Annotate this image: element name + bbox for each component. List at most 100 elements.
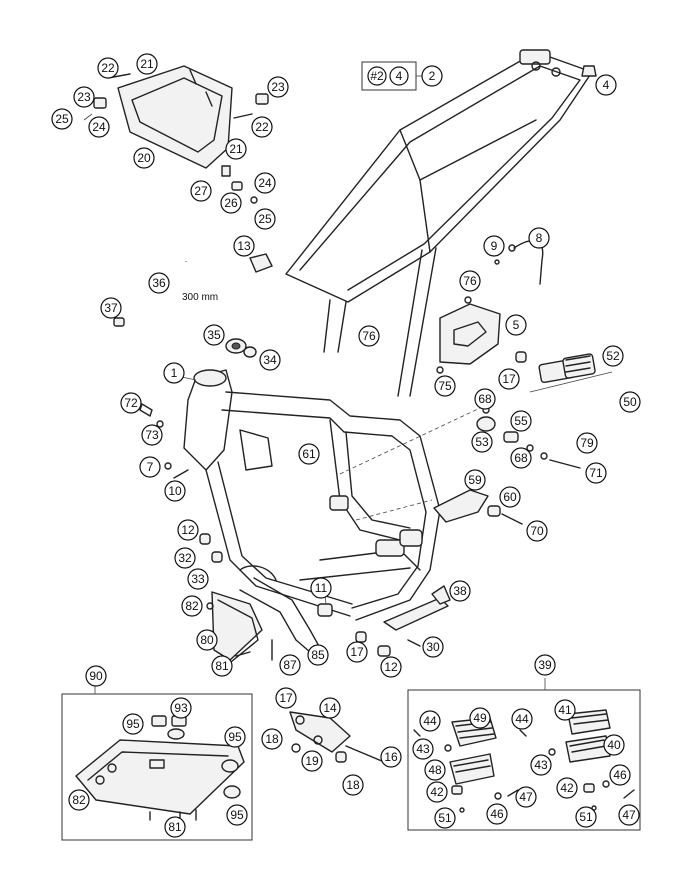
callout-label: 13 (237, 239, 251, 253)
callout-label: 17 (350, 645, 364, 659)
callout-label: 51 (438, 811, 452, 825)
callout-c25a: 25 (51, 108, 73, 130)
callout-c7: 7 (139, 456, 161, 478)
callout-label: 7 (147, 460, 154, 474)
callout-c11: 11 (310, 577, 332, 599)
callout-c41: 41 (554, 699, 576, 721)
callout-label: 16 (384, 750, 398, 764)
callout-c59: 59 (464, 469, 486, 491)
callout-c46a: 46 (486, 803, 508, 825)
callout-label: 87 (283, 658, 297, 672)
callout-c34: 34 (259, 349, 281, 371)
callout-c2: 2 (421, 65, 443, 87)
callout-label: 68 (514, 451, 528, 465)
callout-label: 44 (515, 712, 529, 726)
callout-c12b: 12 (380, 656, 402, 678)
bearing-parts-35-34 (225, 338, 257, 358)
callout-label: 24 (258, 176, 272, 190)
callout-c13: 13 (233, 235, 255, 257)
callout-c16: 16 (380, 746, 402, 768)
callout-c51a: 51 (434, 807, 456, 829)
callout-c81a: 81 (211, 655, 233, 677)
callout-c33: 33 (187, 568, 209, 590)
callout-label: 35 (207, 328, 221, 342)
callout-label: 81 (168, 820, 182, 834)
callout-label: 81 (215, 659, 229, 673)
callout-c44b: 44 (511, 708, 533, 730)
callout-label: 17 (279, 691, 293, 705)
callout-label: 9 (491, 239, 498, 253)
callout-c42a: 42 (426, 781, 448, 803)
callout-label: 27 (194, 184, 208, 198)
hose-length-note: 300 mm (182, 292, 218, 303)
callout-c17c: 17 (275, 687, 297, 709)
chain-guide-part-59 (355, 489, 523, 525)
callout-label: 39 (538, 658, 552, 672)
callout-c61: 61 (298, 443, 320, 465)
callout-c22a: 22 (97, 57, 119, 79)
callout-c42b: 42 (556, 777, 578, 799)
callout-label: 43 (534, 758, 548, 772)
callout-label: 20 (137, 151, 151, 165)
callout-label: 61 (302, 447, 316, 461)
callout-c18a: 18 (261, 728, 283, 750)
callout-c47a: 47 (515, 786, 537, 808)
callout-c12a: 12 (177, 519, 199, 541)
callout-c50: 50 (619, 391, 641, 413)
callout-label: 85 (311, 648, 325, 662)
callout-label: 59 (468, 473, 482, 487)
callout-c4box: 4 (389, 66, 409, 86)
callout-label: 95 (126, 717, 140, 731)
callout-label: 1 (171, 366, 178, 380)
callout-label: 70 (530, 524, 544, 538)
callout-c87: 87 (279, 654, 301, 676)
bracket-part-13 (249, 253, 273, 273)
callout-label: 51 (579, 810, 593, 824)
callout-label: 17 (502, 372, 516, 386)
callout-label: #2 (370, 69, 384, 83)
callout-label: 18 (346, 778, 360, 792)
callout-c5: 5 (505, 314, 527, 336)
callout-label: 82 (72, 793, 86, 807)
callout-c43b: 43 (530, 754, 552, 776)
callout-c27: 27 (190, 180, 212, 202)
callout-label: 41 (558, 703, 572, 717)
callout-label: 60 (503, 490, 517, 504)
callout-label: 40 (607, 738, 621, 752)
callout-label: 30 (426, 640, 440, 654)
callout-c71: 71 (585, 462, 607, 484)
callout-c10: 10 (164, 480, 186, 502)
callout-c55: 55 (510, 410, 532, 432)
engine-guard-part-80 (206, 599, 273, 667)
callout-label: 72 (124, 396, 138, 410)
callout-c21b: 21 (225, 138, 247, 160)
callout-label: 43 (416, 742, 430, 756)
callout-label: 22 (101, 61, 115, 75)
callout-c85: 85 (307, 644, 329, 666)
callout-label: 24 (92, 120, 106, 134)
callout-c49: 49 (469, 707, 491, 729)
callout-c17a: 17 (498, 368, 520, 390)
main-frame-part-1 (183, 369, 441, 661)
callout-c79: 79 (576, 432, 598, 454)
callout-label: 21 (140, 57, 154, 71)
callout-c51b: 51 (575, 806, 597, 828)
callout-c32: 32 (174, 547, 196, 569)
callout-c76b: 76 (358, 325, 380, 347)
callout-c68a: 68 (474, 388, 496, 410)
callout-label: 11 (315, 581, 328, 595)
callout-label: 42 (560, 781, 574, 795)
callout-label: 47 (519, 790, 533, 804)
callout-c21a: 21 (136, 53, 158, 75)
callout-label: 76 (362, 329, 376, 343)
small-hardware-left (139, 403, 223, 563)
callout-c70: 70 (526, 520, 548, 542)
callout-label: 50 (623, 395, 637, 409)
callout-c72: 72 (120, 392, 142, 414)
callout-c20: 20 (133, 147, 155, 169)
callout-label: 32 (178, 551, 192, 565)
callout-label: 95 (230, 808, 244, 822)
callout-label: 26 (224, 196, 238, 210)
callout-c30: 30 (422, 636, 444, 658)
callout-c95a: 95 (122, 713, 144, 735)
